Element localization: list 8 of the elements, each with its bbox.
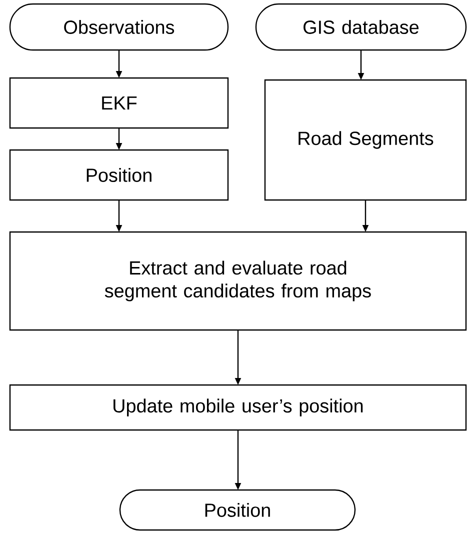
terminal-box: Position xyxy=(119,489,356,531)
terminal-box: Observations xyxy=(9,3,229,51)
process-box: Extract and evaluate road segment candidates from maps xyxy=(9,231,467,331)
process-box: Position xyxy=(9,149,229,201)
terminal-box: GIS database xyxy=(255,3,467,51)
process-box: EKF xyxy=(9,77,229,129)
process-box: Update mobile user’s position xyxy=(9,384,467,431)
process-box: Road Segments xyxy=(264,79,467,201)
